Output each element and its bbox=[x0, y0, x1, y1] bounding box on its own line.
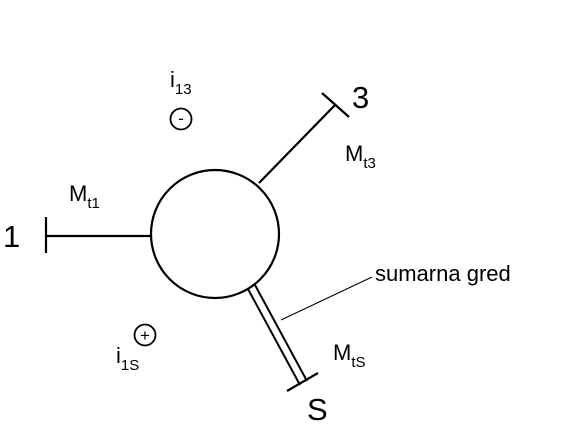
minus-sign-circle bbox=[169, 107, 193, 131]
coefficient-i1s-base: i bbox=[116, 343, 121, 368]
coefficient-i13-sub: 13 bbox=[175, 81, 192, 98]
moment-label-t1: Mt1 bbox=[69, 181, 100, 212]
coefficient-label-i1s: i1S bbox=[116, 343, 139, 374]
moment-ts-sub: tS bbox=[351, 354, 365, 371]
support-tick-3 bbox=[321, 92, 350, 118]
annotation-leader-line bbox=[280, 276, 373, 321]
node-label-3: 3 bbox=[352, 80, 369, 115]
summed-beam-annotation: sumarna gred bbox=[375, 261, 511, 286]
support-tick-s bbox=[286, 372, 319, 392]
node-label-1: 1 bbox=[3, 219, 20, 254]
coefficient-i1s-sub: 1S bbox=[121, 357, 139, 374]
moment-label-ts: MtS bbox=[333, 340, 366, 371]
minus-sign: - bbox=[178, 109, 184, 128]
coefficient-i13-base: i bbox=[170, 67, 175, 92]
central-joint-circle bbox=[149, 168, 281, 300]
coefficient-label-i13: i13 bbox=[170, 67, 192, 98]
plus-sign-circle bbox=[133, 323, 157, 347]
moment-label-t3: Mt3 bbox=[345, 141, 376, 172]
moment-t1-base: M bbox=[69, 181, 87, 206]
summed-beam-line-a bbox=[247, 288, 301, 386]
moment-t1-sub: t1 bbox=[87, 195, 100, 212]
plus-sign: + bbox=[140, 326, 150, 345]
moment-t3-sub: t3 bbox=[363, 155, 376, 172]
member-3 bbox=[258, 103, 337, 184]
moment-ts-base: M bbox=[333, 340, 351, 365]
node-label-s: S bbox=[307, 392, 328, 427]
moment-t3-base: M bbox=[345, 141, 363, 166]
summed-beam-line-b bbox=[254, 284, 308, 382]
